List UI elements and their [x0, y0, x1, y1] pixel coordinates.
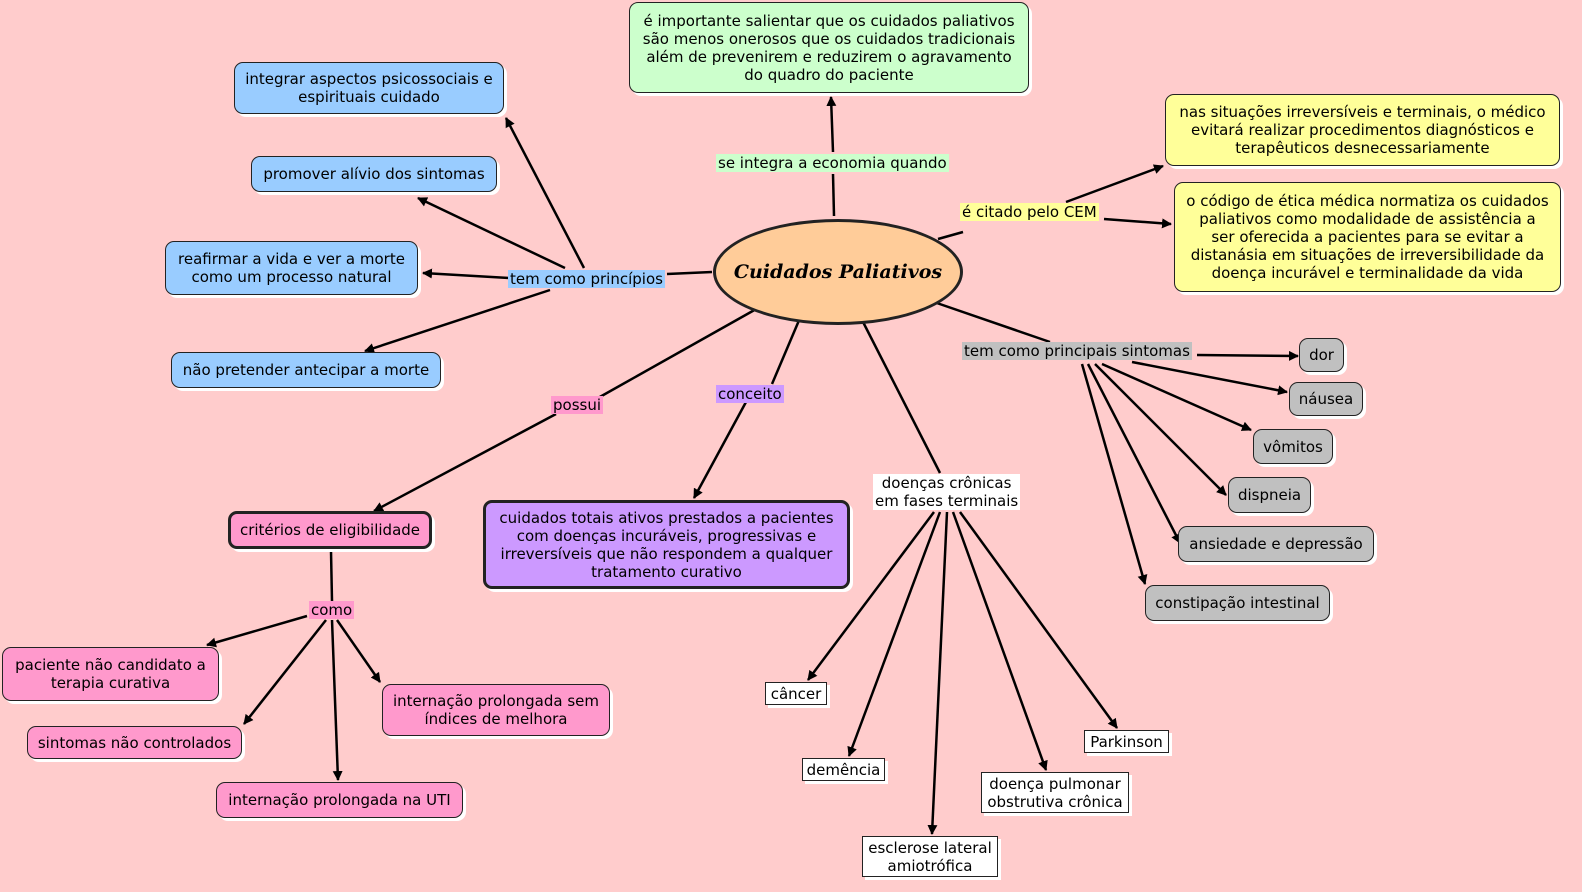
criterio-item-4[interactable]: internação prolongada sem índices de mel… [382, 684, 610, 736]
doenca-node-dpoc[interactable]: doença pulmonar obstrutiva crônica [981, 772, 1129, 813]
link-label-conceito: conceito [716, 385, 784, 403]
link-label-principios: tem como princípios [508, 270, 665, 288]
criterio-item-2[interactable]: sintomas não controlados [27, 726, 242, 759]
link-label-sintomas: tem como principais sintomas [962, 342, 1192, 360]
cem-node-1[interactable]: nas situações irreversíveis e terminais,… [1165, 94, 1560, 166]
criterio-item-3[interactable]: internação prolongada na UTI [216, 782, 463, 818]
principio-node-4[interactable]: não pretender antecipar a morte [171, 352, 441, 388]
central-topic[interactable]: Cuidados Paliativos [713, 219, 963, 325]
doenca-node-cancer[interactable]: câncer [765, 682, 827, 705]
link-label-economia: se integra a economia quando [716, 154, 949, 172]
principio-node-1[interactable]: integrar aspectos psicossociais e espiri… [234, 62, 504, 114]
sintoma-node-vomitos[interactable]: vômitos [1253, 429, 1333, 464]
principio-node-3[interactable]: reafirmar a vida e ver a morte como um p… [165, 241, 418, 295]
principio-node-2[interactable]: promover alívio dos sintomas [251, 156, 497, 192]
sintoma-node-dispneia[interactable]: dispneia [1228, 477, 1311, 513]
sintoma-node-nausea[interactable]: náusea [1289, 382, 1363, 416]
criterio-item-1[interactable]: paciente não candidato a terapia curativ… [2, 647, 219, 701]
sintoma-node-constipacao[interactable]: constipação intestinal [1145, 585, 1330, 621]
criterios-node[interactable]: critérios de eligibilidade [228, 511, 432, 549]
sintoma-node-dor[interactable]: dor [1299, 338, 1344, 372]
economia-node[interactable]: é importante salientar que os cuidados p… [629, 2, 1029, 93]
cem-node-2[interactable]: o código de ética médica normatiza os cu… [1174, 182, 1561, 292]
conceito-node[interactable]: cuidados totais ativos prestados a pacie… [483, 500, 850, 589]
sintoma-node-ansiedade[interactable]: ansiedade e depressão [1178, 526, 1374, 562]
link-label-possui: possui [551, 396, 604, 414]
doenca-node-parkinson[interactable]: Parkinson [1084, 730, 1169, 753]
link-label-como: como [309, 601, 355, 619]
link-label-doencas: doenças crônicas em fases terminais [873, 474, 1021, 510]
doenca-node-ela[interactable]: esclerose lateral amiotrófica [862, 836, 998, 877]
doenca-node-demencia[interactable]: demência [802, 758, 885, 781]
link-label-cem: é citado pelo CEM [960, 203, 1099, 221]
